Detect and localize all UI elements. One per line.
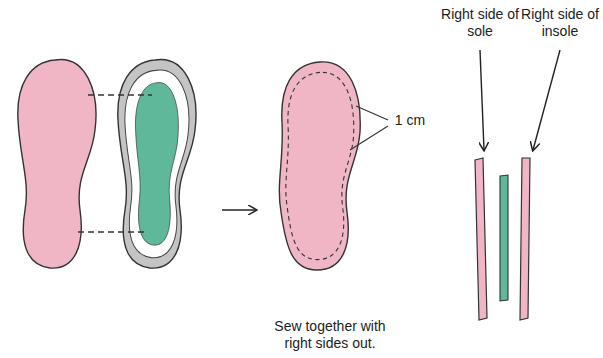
insole-top-layer [520, 158, 530, 320]
dimension-label: 1 cm [390, 112, 430, 129]
layer-label: Right side of sole [440, 6, 520, 40]
sole-piece [18, 60, 96, 269]
pointer-arrow [533, 50, 560, 150]
layer-label: Right side of insole [520, 6, 600, 40]
leader-line [350, 126, 388, 150]
insole-layer [500, 175, 508, 301]
sole-layer [475, 158, 487, 320]
pointer-arrow [480, 50, 484, 150]
align-line [78, 231, 146, 232]
leader-line [356, 106, 388, 120]
insole-piece [118, 60, 196, 269]
align-line [88, 94, 152, 95]
caption: Sew together with right sides out. [262, 318, 398, 352]
sewn-sole [279, 62, 360, 270]
process-arrow [222, 209, 256, 211]
